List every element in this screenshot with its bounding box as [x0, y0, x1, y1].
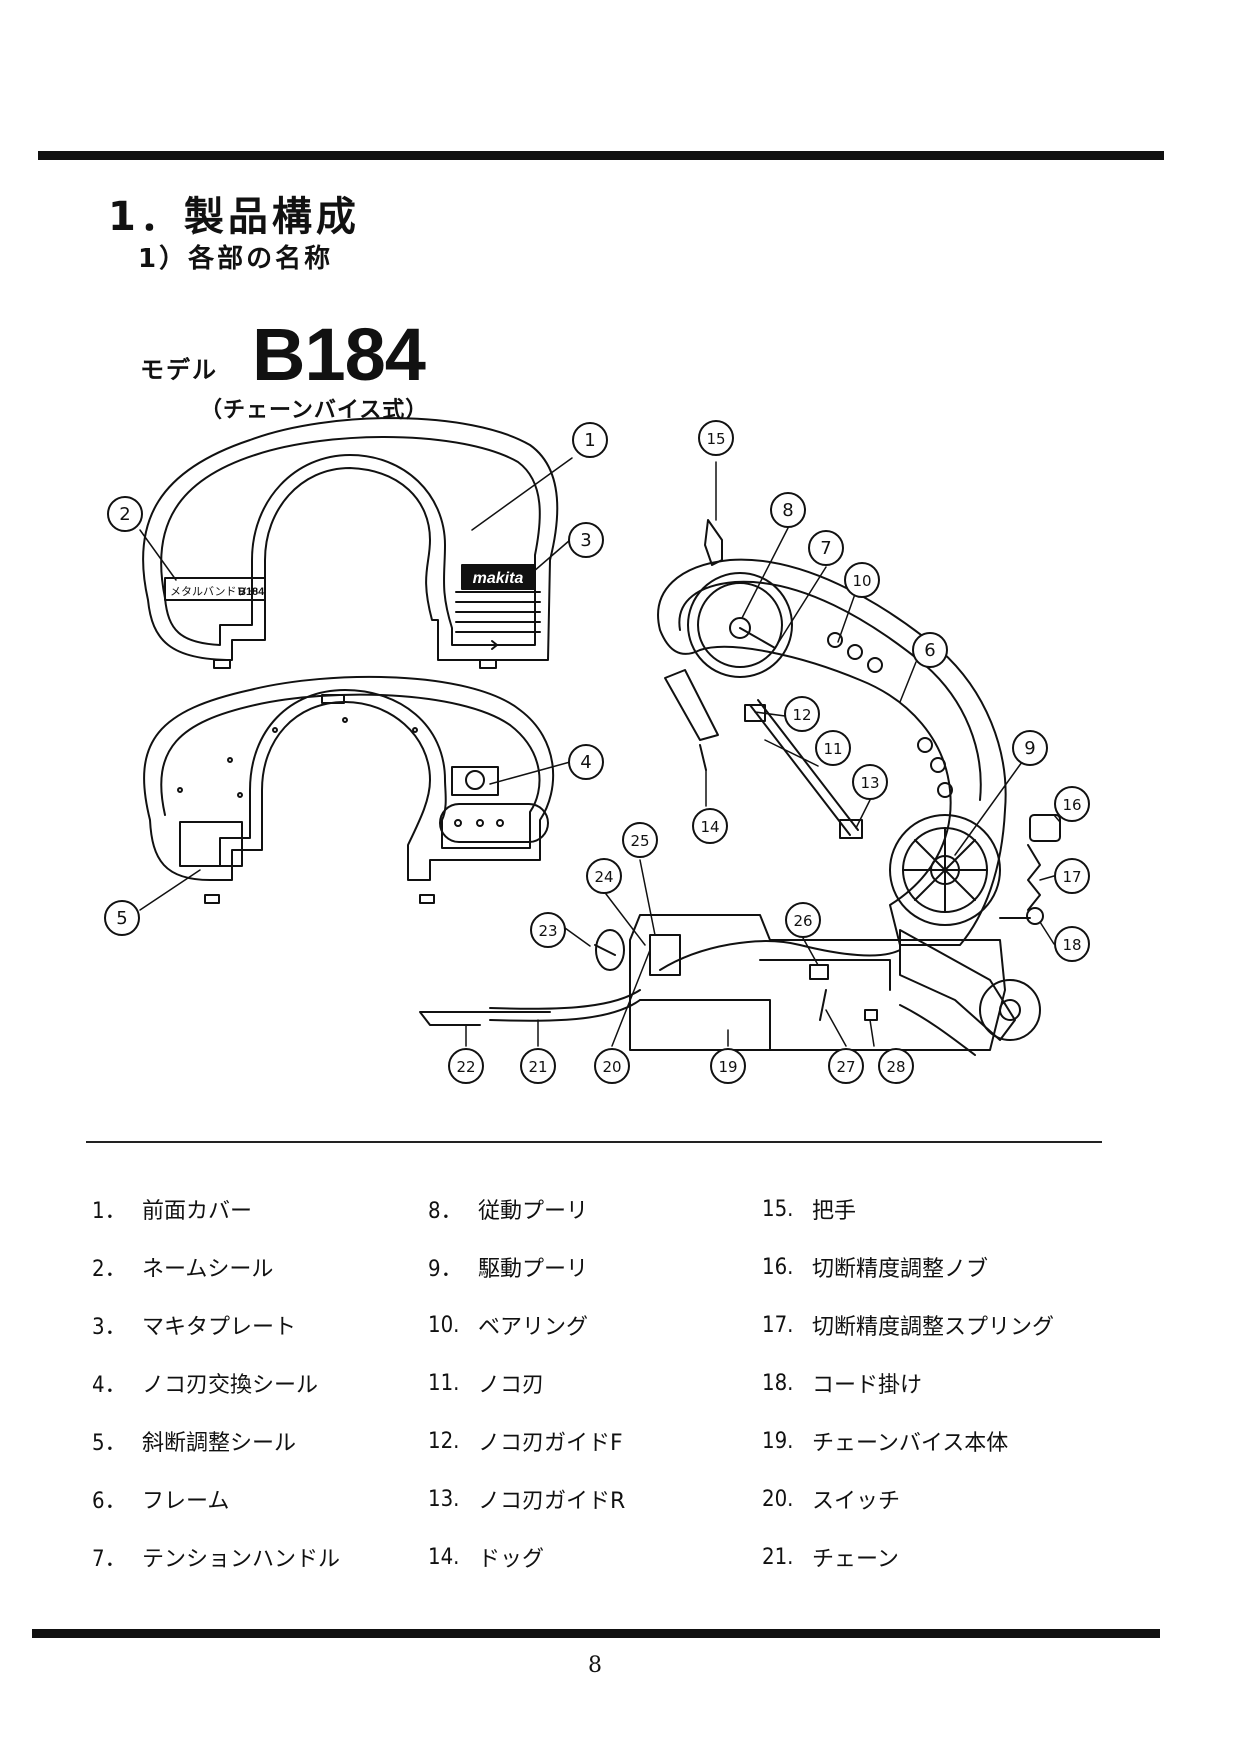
page-number: 8 [588, 1653, 602, 1678]
callout-circle-1 [572, 422, 608, 458]
callout-1: 1 [584, 430, 595, 451]
rear-cover-illustration [143, 675, 555, 904]
callout-circle-28 [878, 1048, 914, 1084]
callout-3: 3 [580, 530, 591, 551]
callout-circle-26 [785, 902, 821, 938]
legend-item: 20.スイッチ [762, 1486, 901, 1515]
callout-12: 12 [792, 706, 811, 724]
callout-circle-15 [698, 420, 734, 456]
callout-circle-3 [568, 522, 604, 558]
callout-27: 27 [836, 1058, 855, 1076]
name-seal-model: B184 [238, 586, 265, 598]
makita-plate: makita [473, 570, 524, 587]
callout-7: 7 [820, 538, 831, 559]
callout-21: 21 [528, 1058, 547, 1076]
legend-column-1: 1．前面カバー 2．ネームシール 3．マキタプレート 4．ノコ刃交換シール 5．… [92, 1180, 340, 1586]
top-rule [38, 151, 1164, 160]
legend-item: 8．従動プーリ [428, 1199, 589, 1224]
legend-item: 2．ネームシール [92, 1257, 274, 1282]
callout-22: 22 [456, 1058, 475, 1076]
legend-item: 5．斜断調整シール [92, 1431, 297, 1456]
callout-2: 2 [119, 504, 130, 525]
callout-14: 14 [700, 818, 719, 836]
callout-17: 17 [1062, 868, 1081, 886]
legend-column-2: 8．従動プーリ 9．駆動プーリ 10.ベアリング 11.ノコ刃 12.ノコ刃ガイ… [428, 1180, 625, 1586]
callout-16: 16 [1062, 796, 1081, 814]
callout-10: 10 [852, 572, 871, 590]
callout-4: 4 [580, 752, 591, 773]
legend-divider [86, 1141, 1102, 1143]
legend-item: 18.コード掛け [762, 1370, 923, 1399]
callout-20: 20 [602, 1058, 621, 1076]
callout-circle-18 [1054, 926, 1090, 962]
section-heading: 1．製品構成 [108, 194, 360, 240]
callout-circle-10 [844, 562, 880, 598]
legend-item: 10.ベアリング [428, 1312, 589, 1341]
legend-item: 14.ドッグ [428, 1544, 545, 1573]
callout-18: 18 [1062, 936, 1081, 954]
legend-item: 7．テンションハンドル [92, 1547, 341, 1572]
callout-23: 23 [538, 922, 557, 940]
callout-19: 19 [718, 1058, 737, 1076]
callout-circle-16 [1054, 786, 1090, 822]
callout-circle-4 [568, 744, 604, 780]
leader-lines [139, 457, 1061, 1047]
model-number: B184 [252, 313, 426, 396]
model-label: モデル [140, 356, 218, 384]
callout-circle-5 [104, 900, 140, 936]
subsection-heading: 1）各部の名称 [138, 244, 334, 274]
callout-circle-9 [1012, 730, 1048, 766]
callout-circle-17 [1054, 858, 1090, 894]
callout-9: 9 [1024, 738, 1035, 759]
legend-item: 6．フレーム [92, 1489, 230, 1514]
callout-circle-21 [520, 1048, 556, 1084]
callout-circle-14 [692, 808, 728, 844]
legend-item: 9．駆動プーリ [428, 1257, 589, 1282]
callout-circle-2 [107, 496, 143, 532]
callout-24: 24 [594, 868, 613, 886]
callout-circle-22 [448, 1048, 484, 1084]
callout-circle-20 [594, 1048, 630, 1084]
callout-circle-11 [815, 730, 851, 766]
bandsaw-frame-illustration [657, 519, 1061, 1041]
callout-13: 13 [860, 774, 879, 792]
callout-circle-7 [808, 530, 844, 566]
bottom-rule [32, 1629, 1160, 1638]
legend-item: 13.ノコ刃ガイドR [428, 1486, 626, 1515]
legend-item: 11.ノコ刃 [428, 1370, 545, 1399]
callout-circle-12 [784, 696, 820, 732]
callout-circle-19 [710, 1048, 746, 1084]
callout-5: 5 [116, 908, 127, 929]
callout-6: 6 [924, 640, 935, 661]
parts-diagram: 1 2 3 4 5 6 7 8 9 10 11 12 13 14 15 16 1… [104, 417, 1090, 1084]
callout-circle-8 [770, 492, 806, 528]
callout-circle-25 [622, 822, 658, 858]
callout-26: 26 [793, 912, 812, 930]
legend-item: 17.切断精度調整スプリング [762, 1312, 1055, 1341]
callout-circle-13 [852, 764, 888, 800]
callout-25: 25 [630, 832, 649, 850]
chain-vise-illustration [419, 914, 1006, 1056]
callout-circle-6 [912, 632, 948, 668]
legend-item: 16.切断精度調整ノブ [762, 1254, 989, 1283]
callout-circle-27 [828, 1048, 864, 1084]
callout-15: 15 [706, 430, 725, 448]
callout-circle-23 [530, 912, 566, 948]
legend-item: 3．マキタプレート [92, 1315, 297, 1340]
legend-item: 19.チェーンバイス本体 [762, 1428, 1009, 1457]
legend-column-3: 15.把手 16.切断精度調整ノブ 17.切断精度調整スプリング 18.コード掛… [762, 1180, 1054, 1586]
callout-28: 28 [886, 1058, 905, 1076]
callout-circles [104, 420, 1090, 1084]
callout-circle-24 [586, 858, 622, 894]
legend-item: 21.チェーン [762, 1544, 899, 1573]
legend-item: 4．ノコ刃交換シール [92, 1373, 319, 1398]
front-cover-illustration [142, 417, 559, 669]
name-seal-text: メタルバンドソー [170, 585, 259, 598]
legend-item: 1．前面カバー [92, 1199, 253, 1224]
legend-item: 15.把手 [762, 1196, 857, 1225]
callout-8: 8 [782, 500, 793, 521]
legend-item: 12.ノコ刃ガイドF [428, 1428, 623, 1457]
callout-11: 11 [823, 740, 842, 758]
